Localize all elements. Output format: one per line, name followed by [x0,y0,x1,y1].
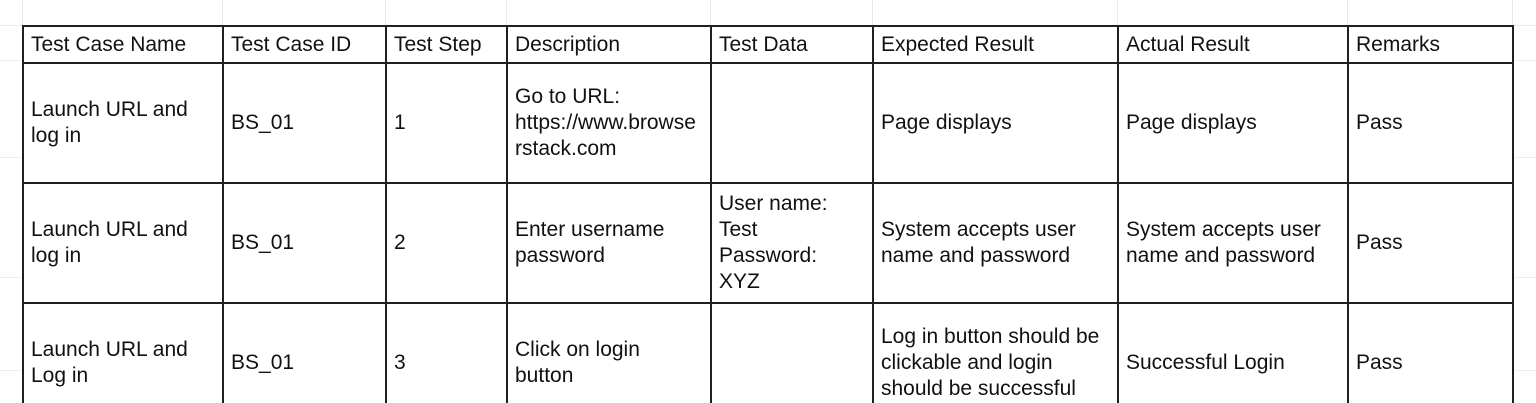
cell-expected-result[interactable]: System accepts user name and password [872,182,1119,304]
column-header-expected-result[interactable]: Expected Result [872,25,1119,64]
cell-test-case-name[interactable]: Launch URL and Log in [22,302,224,403]
table-header-row: Test Case Name Test Case ID Test Step De… [22,25,1514,64]
cell-expected-result[interactable]: Log in button should be clickable and lo… [872,302,1119,403]
cell-actual-result[interactable]: Page displays [1117,62,1349,184]
cell-actual-result[interactable]: Successful Login [1117,302,1349,403]
column-header-test-case-name[interactable]: Test Case Name [22,25,224,64]
column-header-test-data[interactable]: Test Data [710,25,874,64]
column-header-actual-result[interactable]: Actual Result [1117,25,1349,64]
cell-actual-result[interactable]: System accepts user name and password [1117,182,1349,304]
column-header-test-case-id[interactable]: Test Case ID [222,25,387,64]
cell-test-case-id[interactable]: BS_01 [222,182,387,304]
test-data-line: User name: [719,192,828,215]
cell-remarks[interactable]: Pass [1347,182,1514,304]
cell-test-step[interactable]: 1 [385,62,508,184]
table-row: Launch URL and log in BS_01 2 Enter user… [22,182,1514,304]
cell-test-case-name[interactable]: Launch URL and log in [22,182,224,304]
table-row: Launch URL and log in BS_01 1 Go to URL:… [22,62,1514,184]
cell-expected-result[interactable]: Page displays [872,62,1119,184]
test-data-line: XYZ [719,270,760,293]
test-data-line: Password: [719,244,818,267]
cell-remarks[interactable]: Pass [1347,302,1514,403]
cell-test-step[interactable]: 3 [385,302,508,403]
table-row: Launch URL and Log in BS_01 3 Click on l… [22,302,1514,403]
column-header-remarks[interactable]: Remarks [1347,25,1514,64]
cell-test-case-name[interactable]: Launch URL and log in [22,62,224,184]
cell-description[interactable]: Click on login button [506,302,712,403]
column-header-test-step[interactable]: Test Step [385,25,508,64]
test-case-table: Test Case Name Test Case ID Test Step De… [22,25,1514,403]
cell-test-data[interactable] [710,62,874,184]
cell-test-case-id[interactable]: BS_01 [222,62,387,184]
cell-test-case-id[interactable]: BS_01 [222,302,387,403]
cell-test-step[interactable]: 2 [385,182,508,304]
cell-remarks[interactable]: Pass [1347,62,1514,184]
column-header-description[interactable]: Description [506,25,712,64]
test-data-line: Test [719,218,758,241]
cell-description[interactable]: Go to URL: https://www.browserstack.com [506,62,712,184]
cell-description[interactable]: Enter username password [506,182,712,304]
cell-test-data[interactable] [710,302,874,403]
